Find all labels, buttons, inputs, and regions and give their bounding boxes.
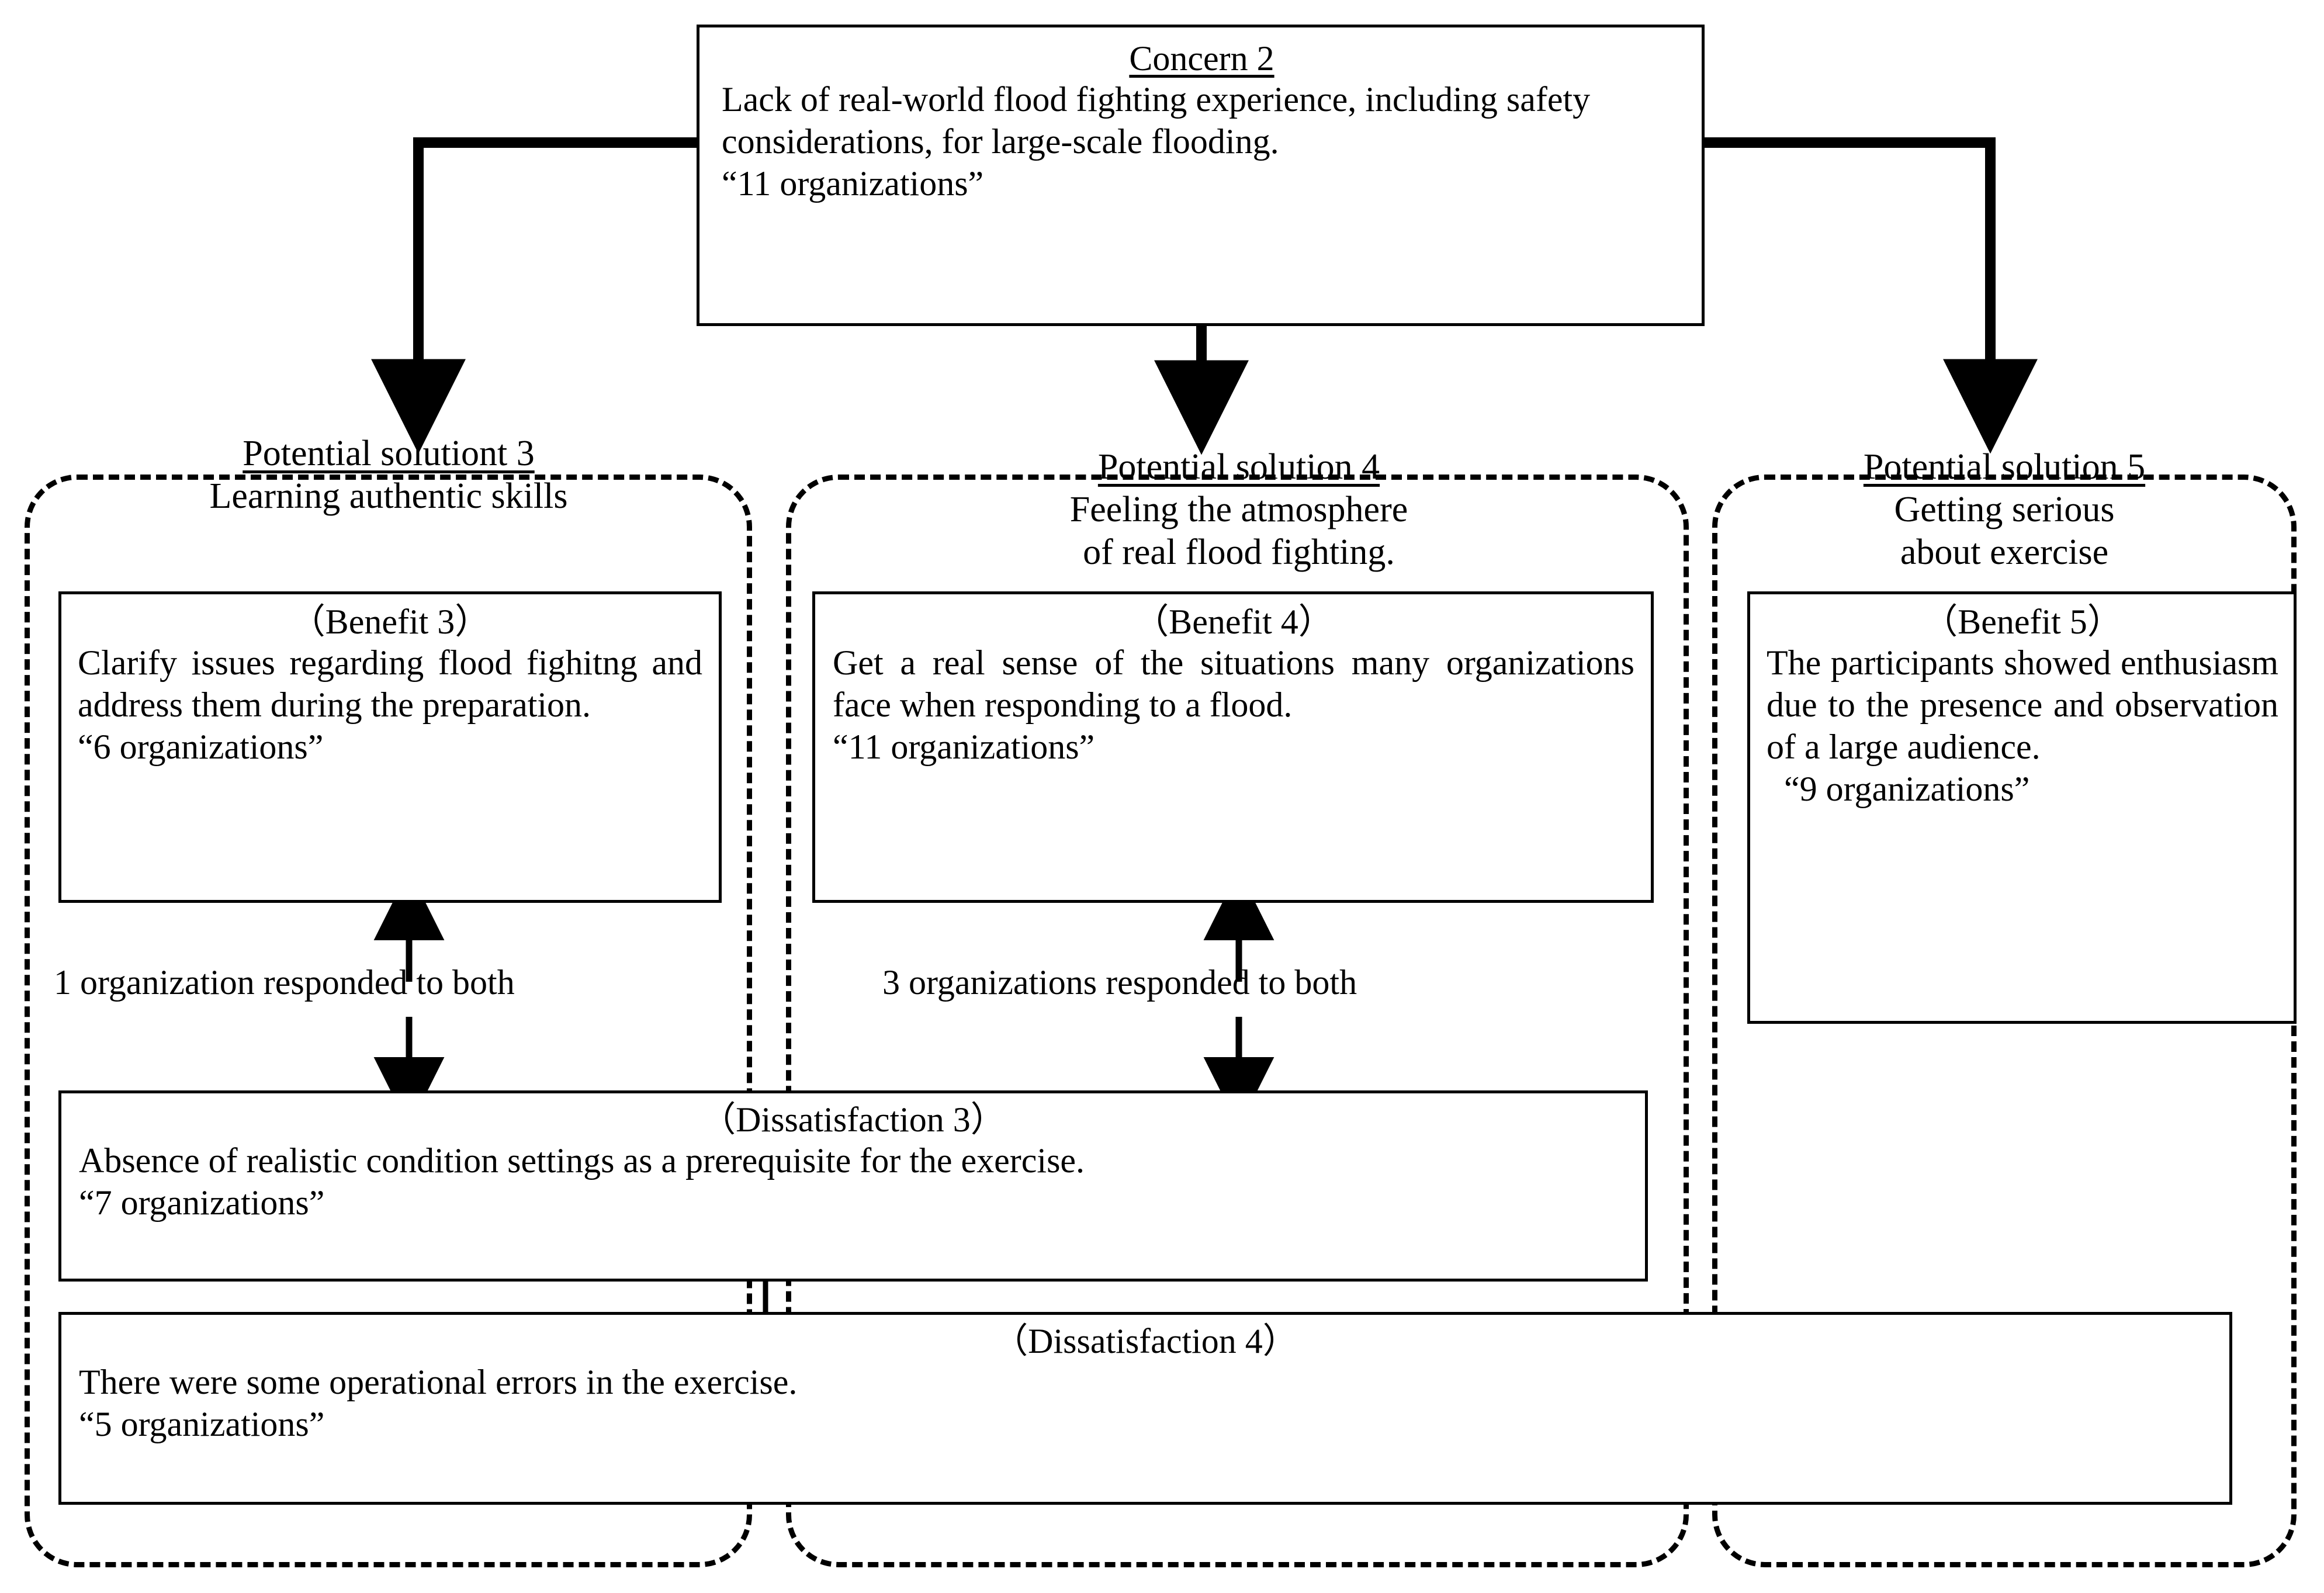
benefit-4-title: （Benefit 4） bbox=[1134, 602, 1334, 641]
edge-caption-solution-4: 3 organizations responded to both bbox=[882, 963, 1357, 1002]
concern-2-body: Lack of real-world flood fighting experi… bbox=[722, 80, 1591, 203]
benefit-3-title: （Benefit 3） bbox=[290, 602, 490, 641]
dissatisfaction-3-box: （Dissatisfaction 3） Absence of realistic… bbox=[58, 1090, 1648, 1282]
benefit-5-box: （Benefit 5） The participants showed enth… bbox=[1747, 591, 2297, 1024]
solution-3-heading: Potential solutiont 3 Learning authentic… bbox=[47, 432, 730, 518]
benefit-3-body: Clarify issues regarding flood fighitng … bbox=[78, 643, 702, 767]
solution-5-description: Getting serious about exercise bbox=[1894, 490, 2115, 573]
concern-2-title: Concern 2 bbox=[1129, 39, 1274, 78]
dissatisfaction-4-title: （Dissatisfaction 4） bbox=[993, 1322, 1298, 1360]
solution-5-heading: Potential solution 5 Getting serious abo… bbox=[1724, 403, 2285, 617]
benefit-5-title: （Benefit 5） bbox=[1923, 602, 2122, 641]
solution-3-description: Learning authentic skills bbox=[209, 476, 568, 517]
arrow-concern-to-solution-3 bbox=[371, 137, 697, 454]
solution-4-group-outline bbox=[786, 475, 1689, 1567]
dissatisfaction-4-body: There were some operational errors in th… bbox=[79, 1363, 798, 1444]
solution-4-heading: Potential solution 4 Feeling the atmosph… bbox=[830, 403, 1648, 617]
dissatisfaction-3-body: Absence of realistic condition settings … bbox=[79, 1141, 1085, 1223]
benefit-3-box: （Benefit 3） Clarify issues regarding flo… bbox=[58, 591, 722, 903]
edge-caption-solution-3: 1 organization responded to both bbox=[54, 963, 515, 1002]
concern-2-box: Concern 2 Lack of real-world flood fight… bbox=[697, 25, 1705, 326]
dissatisfaction-4-box: （Dissatisfaction 4） There were some oper… bbox=[58, 1312, 2232, 1505]
arrow-concern-to-solution-5 bbox=[1705, 137, 2038, 454]
dissatisfaction-3-title: （Dissatisfaction 3） bbox=[701, 1100, 1006, 1139]
solution-4-name: Potential solution 4 bbox=[1097, 447, 1380, 487]
solution-4-description: Feeling the atmosphere of real flood fig… bbox=[1069, 490, 1408, 573]
solution-3-group-outline bbox=[25, 475, 752, 1567]
solution-5-name: Potential solution 5 bbox=[1863, 447, 2146, 487]
benefit-4-body: Get a real sense of the situations many … bbox=[833, 643, 1634, 767]
benefit-5-body: The participants showed enthusiasm due t… bbox=[1767, 643, 2278, 809]
solution-3-name: Potential solutiont 3 bbox=[243, 434, 535, 473]
benefit-4-box: （Benefit 4） Get a real sense of the situ… bbox=[812, 591, 1654, 903]
